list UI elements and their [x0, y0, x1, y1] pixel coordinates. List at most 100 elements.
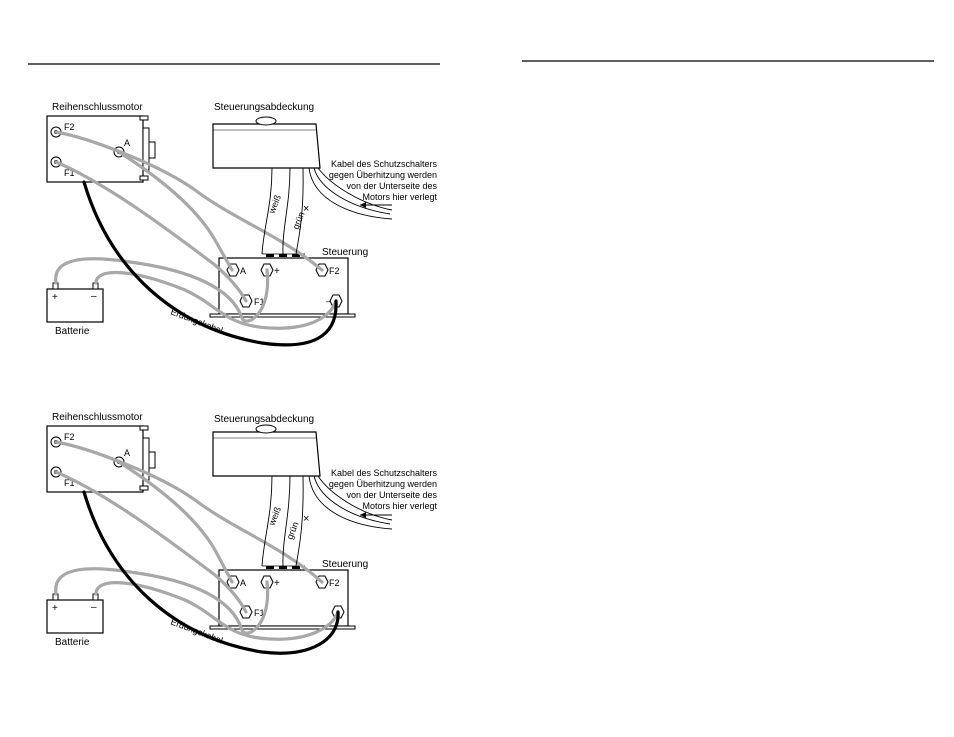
- signal-wires: [261, 475, 393, 567]
- motor-shaft: [148, 451, 156, 469]
- motor-label: Reihenschlussmotor: [52, 102, 143, 113]
- controller-connector-2: [279, 566, 287, 569]
- wire-white-label: weiß: [266, 505, 283, 528]
- controller-terminal-minus-label: –: [326, 296, 331, 306]
- wire-white: [261, 167, 273, 255]
- controller-terminal-f2-label: F2: [329, 266, 340, 276]
- signal-wires: [261, 167, 393, 255]
- thermal-note-line-4: Motors hier verlegt: [362, 192, 437, 202]
- controller-cover-label: Steuerungsabdeckung: [214, 414, 314, 425]
- motor-terminal-f2-label: F2: [64, 122, 75, 132]
- wire-cross-mark: ×: [303, 203, 309, 215]
- motor-terminal-a-label: A: [124, 448, 130, 458]
- cover-knob: [255, 116, 277, 126]
- thermal-note-line-2: gegen Überhitzung werden: [329, 170, 437, 180]
- controller-connector-3: [292, 254, 300, 257]
- motor: F2 A F1: [46, 115, 156, 183]
- controller-terminal-plus-label: +: [274, 578, 280, 589]
- motor-label: Reihenschlussmotor: [52, 412, 143, 423]
- wire-thermal-4: [317, 475, 393, 521]
- thermal-note: Kabel des Schutzschalters gegen Überhitz…: [329, 468, 438, 511]
- note-arrow-head: [360, 202, 366, 208]
- controller: A + F2 F1: [209, 565, 356, 630]
- note-arrow-head: [360, 512, 366, 518]
- wire-green: [282, 167, 291, 255]
- controller-connector-3: [292, 566, 300, 569]
- power-cables: [54, 440, 340, 641]
- controller-terminal-a-label: A: [240, 266, 246, 276]
- cable-battery-plus-to-controller-plus: [54, 257, 270, 323]
- battery-plus-label: +: [52, 603, 58, 614]
- wire-thermal-2: [308, 475, 393, 530]
- thermal-note-line-3: von der Unterseite des: [346, 490, 437, 500]
- thermal-note: Kabel des Schutzschalters gegen Überhitz…: [329, 159, 438, 202]
- cable-motor-f2-to-controller-f2: [54, 440, 324, 584]
- controller-cover-label: Steuerungsabdeckung: [214, 102, 314, 113]
- battery: + –: [46, 282, 104, 323]
- cable-battery-plus-to-controller-plus: [54, 567, 270, 635]
- cable-motor-a-to-controller-a: [117, 150, 234, 272]
- thermal-note-line-2: gegen Überhitzung werden: [329, 479, 437, 489]
- thermal-note-line-3: von der Unterseite des: [346, 181, 437, 191]
- controller-cover: [212, 116, 321, 169]
- cable-motor-f1-to-controller-f1: [54, 160, 248, 303]
- controller-terminal-f2-label: F2: [329, 578, 340, 588]
- battery-body: [46, 288, 104, 323]
- wire-thermal-3: [313, 167, 391, 215]
- cable-motor-f2-to-controller-f2: [54, 130, 324, 272]
- wire-cross-mark: ×: [303, 513, 309, 525]
- battery-label: Batterie: [55, 637, 90, 648]
- motor-terminal-f1-label: F1: [64, 168, 75, 178]
- controller-label: Steuerung: [322, 559, 368, 570]
- motor-mount-bottom: [139, 175, 149, 181]
- thermal-note-line-1: Kabel des Schutzschalters: [331, 159, 438, 169]
- motor-terminal-f2-label: F2: [64, 432, 75, 442]
- battery-plus-label: +: [52, 292, 58, 303]
- motor-mount-top: [139, 425, 149, 431]
- controller-connector-1: [266, 254, 274, 257]
- wire-green: [282, 475, 291, 567]
- controller-connector-1: [266, 566, 274, 569]
- wire-white: [261, 475, 273, 567]
- battery-body: [46, 599, 104, 634]
- battery-minus-label: –: [91, 291, 97, 302]
- thermal-note-line-1: Kabel des Schutzschalters: [331, 468, 438, 478]
- wire-thermal-1: [295, 475, 304, 567]
- battery: + –: [46, 593, 104, 634]
- controller-terminal-plus-label: +: [274, 266, 280, 277]
- cable-motor-f1-to-controller-f1: [54, 470, 248, 614]
- motor-body: [46, 115, 144, 183]
- controller-label: Steuerung: [322, 247, 368, 258]
- wiring-diagram-top: F2 A F1 Reihenschlussmotor Steuerungsabd…: [46, 102, 438, 347]
- motor-mount-top: [139, 115, 149, 121]
- motor-terminal-a-label: A: [124, 138, 130, 148]
- wire-green-label: grün: [285, 520, 301, 540]
- battery-minus-label: –: [91, 602, 97, 613]
- wire-thermal-2: [308, 167, 393, 220]
- controller-base: [209, 625, 356, 630]
- cable-motor-a-to-controller-a: [117, 460, 234, 584]
- ground-cable: [82, 180, 338, 347]
- controller-base: [209, 313, 356, 318]
- power-cables: [54, 130, 338, 330]
- controller-connector-2: [279, 254, 287, 257]
- motor: F2 A F1: [46, 425, 156, 493]
- motor-shaft: [148, 141, 156, 159]
- controller-terminal-f1-label: F1: [254, 297, 265, 307]
- cable-battery-minus-to-controller-minus: [94, 270, 338, 330]
- motor-terminal-f1-label: F1: [64, 478, 75, 488]
- wire-thermal-1: [295, 167, 304, 255]
- controller-terminal-f1-label: F1: [254, 608, 265, 618]
- motor-mount-bottom: [139, 485, 149, 491]
- battery-label: Batterie: [55, 326, 90, 337]
- wire-thermal-3: [313, 475, 391, 525]
- thermal-note-line-4: Motors hier verlegt: [362, 501, 437, 511]
- wire-white-label: weiß: [266, 193, 283, 216]
- cover-knob: [255, 424, 277, 434]
- wire-thermal-4: [317, 167, 393, 211]
- cable-battery-minus-to-controller-minus: [94, 581, 340, 641]
- ground-cable: [82, 490, 340, 655]
- controller-terminal-a-label: A: [240, 578, 246, 588]
- controller-cover: [212, 424, 321, 477]
